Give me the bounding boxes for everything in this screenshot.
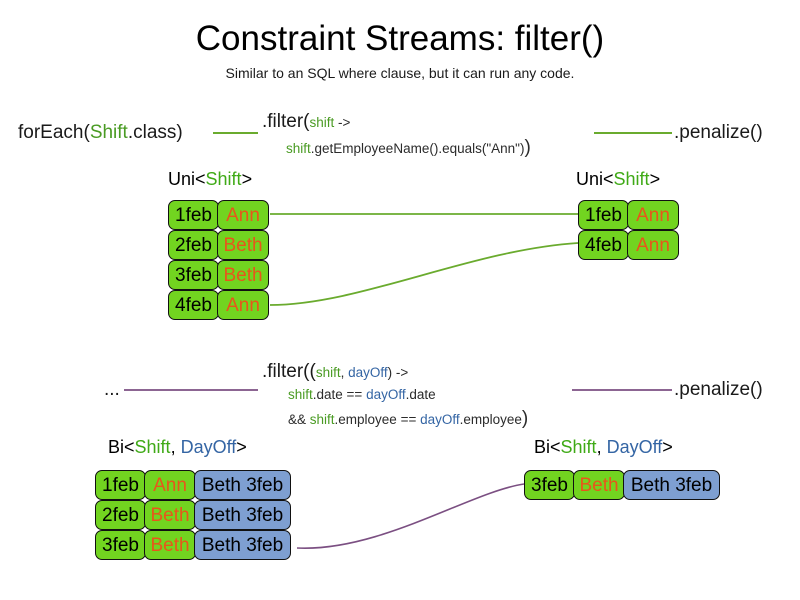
uni-right-caption-suffix: > [649,169,661,189]
bi-right-caption-suffix: > [662,437,673,457]
cell-date: 4feb [578,230,629,260]
cell-date: 1feb [95,470,146,500]
table-row[interactable]: 1feb Ann Beth 3feb [95,470,291,500]
cell-name: Ann [217,290,269,320]
filter-body-param: shift [286,141,311,156]
filter2-comma: , [340,365,349,380]
cell-date: 3feb [168,260,219,290]
uni-right-caption-type: Shift [613,169,650,189]
bi-left-caption-type1: Shift [134,437,171,457]
filter2-l2-dayoff: dayOff [366,387,406,402]
filter-arrow: -> [334,115,351,130]
filter2-l3-dayoff: dayOff [420,412,460,427]
filter2-expression-line2: shift.date == dayOff.date [288,386,436,404]
table-row[interactable]: 1feb Ann [578,200,679,230]
cell-name: Ann [627,230,679,260]
filter-param-shift: shift [309,115,335,130]
cell-name: Beth [217,230,269,260]
filter-expression-line1: .filter(shift -> [262,110,350,133]
filter2-head: .filter(( [262,361,316,382]
filter2-l3-mid: .employee == [334,412,421,427]
table-row[interactable]: 4feb Ann [168,290,269,320]
cell-dayoff: Beth 3feb [194,500,291,530]
cell-date: 1feb [168,200,219,230]
cell-name: Beth [573,470,625,500]
filter-body-close-paren: ) [524,137,531,158]
cell-name: Beth [217,260,269,290]
uni-right-caption: Uni<Shift> [576,168,660,190]
page-title: Constraint Streams: filter() [195,19,605,58]
bi-right-caption-comma: , [596,437,607,457]
cell-dayoff: Beth 3feb [194,530,291,560]
wire-bi-3feb [296,483,525,549]
cell-date: 3feb [524,470,575,500]
foreach-suffix: .class) [127,122,183,143]
page-subtitle: Similar to an SQL where clause, but it c… [225,65,575,81]
cell-name: Ann [217,200,269,230]
cell-name: Ann [627,200,679,230]
cell-dayoff: Beth 3feb [623,470,720,500]
uni-left-caption: Uni<Shift> [168,168,252,190]
cell-name: Beth [144,500,196,530]
bi-left-caption-type2: DayOff [180,437,237,457]
filter2-expression-line3: && shift.employee == dayOff.employee) [288,408,529,429]
table-row[interactable]: 2feb Beth Beth 3feb [95,500,291,530]
ellipsis-source: ... [104,379,120,400]
filter2-l3-and: && [288,412,310,427]
uni-left-caption-type: Shift [205,169,242,189]
filter2-param-dayoff: dayOff [348,365,388,380]
filter2-expression-line1: .filter((shift, dayOff) -> [262,360,408,383]
cell-name: Ann [144,470,196,500]
table-row[interactable]: 1feb Ann [168,200,269,230]
bi-left-caption-comma: , [170,437,181,457]
penalize-expression-bi: .penalize() [674,379,763,400]
cell-date: 2feb [168,230,219,260]
cell-dayoff: Beth 3feb [194,470,291,500]
bi-right-caption-type2: DayOff [606,437,663,457]
table-row[interactable]: 4feb Ann [578,230,679,260]
filter-head: .filter( [262,111,310,132]
filter2-l3-close-paren: ) [521,408,529,429]
filter2-arrow: ) -> [387,365,409,380]
penalize-expression-uni: .penalize() [674,122,763,143]
bi-left-caption-suffix: > [236,437,247,457]
filter2-l2-tail: .date [405,387,436,402]
bi-right-caption-type1: Shift [560,437,597,457]
bi-right-caption: Bi<Shift, DayOff> [534,436,673,458]
table-row[interactable]: 2feb Beth [168,230,269,260]
filter2-l2-mid: .date == [312,387,367,402]
table-row[interactable]: 3feb Beth Beth 3feb [524,470,720,500]
wire-uni-4feb [269,242,579,306]
table-row[interactable]: 3feb Beth [168,260,269,290]
uni-right-caption-prefix: Uni< [576,169,614,189]
filter-expression-line2: shift.getEmployeeName().equals("Ann")) [286,137,531,158]
cell-date: 3feb [95,530,146,560]
cell-name: Beth [144,530,196,560]
foreach-type: Shift [89,122,128,143]
bi-left-caption: Bi<Shift, DayOff> [108,436,247,458]
cell-date: 2feb [95,500,146,530]
table-row[interactable]: 3feb Beth Beth 3feb [95,530,291,560]
filter2-l3-shift: shift [309,412,335,427]
uni-left-caption-prefix: Uni< [168,169,206,189]
foreach-prefix: forEach( [18,122,90,143]
filter2-l2-shift: shift [288,387,313,402]
filter-body-call: .getEmployeeName().equals("Ann") [310,141,525,156]
uni-left-caption-suffix: > [241,169,253,189]
cell-date: 4feb [168,290,219,320]
bi-right-caption-prefix: Bi< [534,437,561,457]
bi-left-caption-prefix: Bi< [108,437,135,457]
filter2-param-shift: shift [315,365,341,380]
filter2-l3-tail: .employee [459,412,522,427]
cell-date: 1feb [578,200,629,230]
foreach-expression: forEach(Shift.class) [18,121,183,144]
